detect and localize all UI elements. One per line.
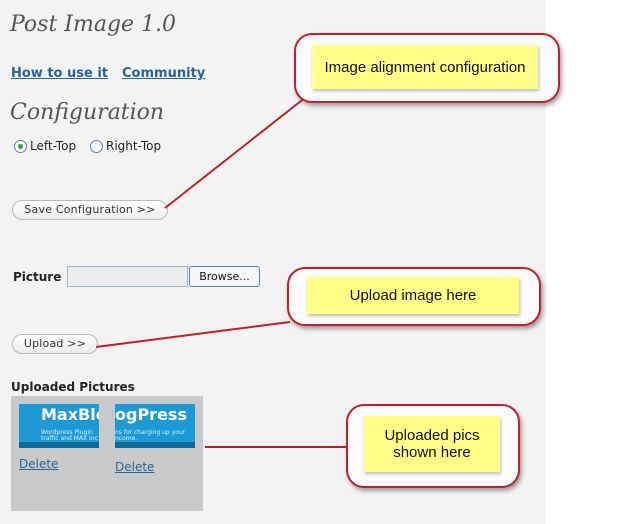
how-to-use-link[interactable]: How to use it <box>11 66 109 81</box>
thumbnail-title: MaxBlo <box>41 405 99 424</box>
delete-link[interactable]: Delete <box>19 457 59 471</box>
page-title: Post Image 1.0 <box>10 12 177 37</box>
callout-alignment: Image alignment configuration <box>294 33 560 103</box>
note-alignment: Image alignment configuration <box>312 45 538 89</box>
picture-label: Picture <box>13 270 62 284</box>
note-upload: Upload image here <box>307 277 519 314</box>
thumbnail-subtitle: ns for charging up your <box>115 429 186 436</box>
radio-right-top[interactable]: Right-Top <box>90 139 161 153</box>
thumbnail-subtitle: traffic and MAX inc <box>41 435 98 442</box>
browse-button[interactable]: Browse... <box>189 266 260 287</box>
thumbnail-strip <box>19 442 99 448</box>
radio-left-top-label: Left-Top <box>30 139 77 153</box>
callout-upload: Upload image here <box>287 267 541 326</box>
thumbnail-strip <box>115 442 195 448</box>
radio-right-top-label: Right-Top <box>106 139 162 153</box>
callout-connector-line <box>95 321 291 348</box>
radio-left-top[interactable]: Left-Top <box>14 139 76 153</box>
uploaded-pictures-heading: Uploaded Pictures <box>11 380 135 394</box>
uploaded-pictures-gallery: MaxBlo Wordpress Plugin traffic and MAX … <box>11 396 203 511</box>
community-link[interactable]: Community <box>122 66 206 81</box>
radio-unchecked-icon[interactable] <box>90 139 103 153</box>
note-uploaded: Uploaded pics shown here <box>364 416 500 472</box>
thumbnail-subtitle: Wordpress Plugin <box>41 429 93 436</box>
configuration-heading: Configuration <box>10 100 165 125</box>
upload-button[interactable]: Upload >> <box>12 334 98 354</box>
save-configuration-button[interactable]: Save Configuration >> <box>12 200 168 220</box>
delete-link[interactable]: Delete <box>115 460 155 474</box>
callout-connector-line <box>164 96 307 209</box>
radio-checked-icon[interactable] <box>14 139 27 153</box>
callout-uploaded: Uploaded pics shown here <box>346 404 520 488</box>
uploaded-thumbnail[interactable]: ogPress ns for charging up your ncome. <box>115 404 195 448</box>
thumbnail-subtitle: ncome. <box>115 435 138 442</box>
file-path-input[interactable] <box>67 266 188 287</box>
uploaded-thumbnail[interactable]: MaxBlo Wordpress Plugin traffic and MAX … <box>19 404 99 448</box>
thumbnail-title: ogPress <box>115 405 187 424</box>
